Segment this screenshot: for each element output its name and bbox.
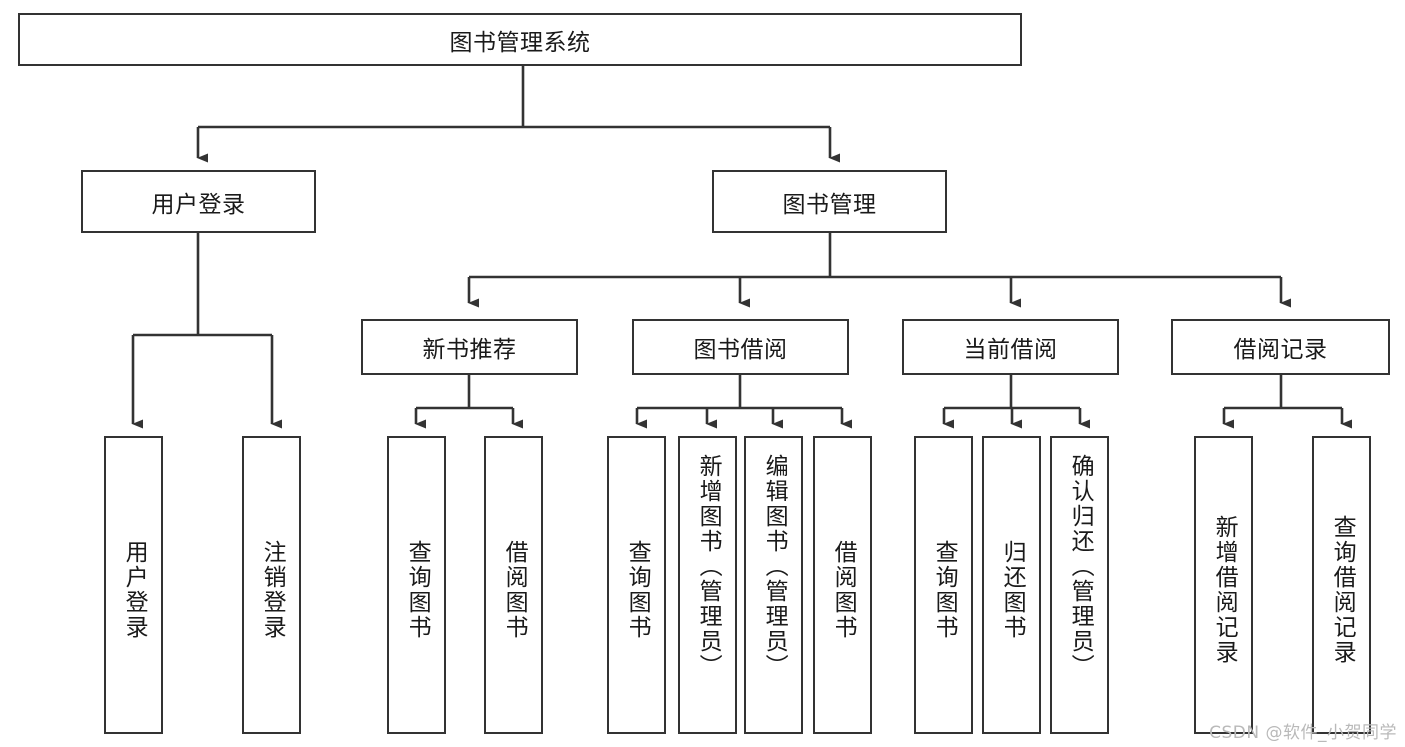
leaf-borrow-query-book[interactable]: 查询图书 <box>607 436 666 734</box>
leaf-text-wrap: 确认归还（管理员） <box>1066 448 1093 738</box>
leaf-text-wrap: 查询图书 <box>930 448 957 732</box>
node-book-borrow[interactable]: 图书借阅 <box>632 319 849 375</box>
node-book-management[interactable]: 图书管理 <box>712 170 947 233</box>
leaf-label: 查询借阅记录 <box>1329 515 1356 665</box>
leaf-text-wrap: 查询图书 <box>403 448 430 732</box>
node-current-borrow[interactable]: 当前借阅 <box>902 319 1119 375</box>
leaf-label: 编辑图书（管理员） <box>761 454 788 679</box>
leaf-user-login-logout[interactable]: 注销登录 <box>242 436 301 734</box>
leaf-label: 确认归还（管理员） <box>1067 454 1094 679</box>
leaf-label: 新增借阅记录 <box>1211 515 1238 665</box>
leaf-text-wrap: 借阅图书 <box>829 448 856 732</box>
leaf-borrow-add-book[interactable]: 新增图书（管理员） <box>678 436 737 734</box>
leaf-label: 用户登录 <box>121 540 148 640</box>
leaf-label: 归还图书 <box>999 540 1026 640</box>
leaf-text-wrap: 查询借阅记录 <box>1328 448 1355 732</box>
node-user-login[interactable]: 用户登录 <box>81 170 316 233</box>
leaf-label: 查询图书 <box>404 540 431 640</box>
leaf-record-query-record[interactable]: 查询借阅记录 <box>1312 436 1371 734</box>
leaf-label: 查询图书 <box>624 540 651 640</box>
leaf-user-login-login[interactable]: 用户登录 <box>104 436 163 734</box>
leaf-text-wrap: 用户登录 <box>120 448 147 732</box>
node-borrow-record[interactable]: 借阅记录 <box>1171 319 1390 375</box>
leaf-recommend-borrow-book[interactable]: 借阅图书 <box>484 436 543 734</box>
leaf-text-wrap: 注销登录 <box>258 448 285 732</box>
leaf-record-add-record[interactable]: 新增借阅记录 <box>1194 436 1253 734</box>
leaf-text-wrap: 新增借阅记录 <box>1210 448 1237 732</box>
leaf-label: 新增图书（管理员） <box>695 454 722 679</box>
node-new-book-recommend[interactable]: 新书推荐 <box>361 319 578 375</box>
leaf-text-wrap: 查询图书 <box>623 448 650 732</box>
leaf-label: 注销登录 <box>259 540 286 640</box>
leaf-current-confirm-return[interactable]: 确认归还（管理员） <box>1050 436 1109 734</box>
leaf-current-return-book[interactable]: 归还图书 <box>982 436 1041 734</box>
node-root-system[interactable]: 图书管理系统 <box>18 13 1022 66</box>
leaf-recommend-query-book[interactable]: 查询图书 <box>387 436 446 734</box>
leaf-label: 查询图书 <box>931 540 958 640</box>
leaf-label: 借阅图书 <box>501 540 528 640</box>
leaf-borrow-edit-book[interactable]: 编辑图书（管理员） <box>744 436 803 734</box>
leaf-text-wrap: 编辑图书（管理员） <box>760 448 787 738</box>
leaf-borrow-borrow-book[interactable]: 借阅图书 <box>813 436 872 734</box>
leaf-current-query-book[interactable]: 查询图书 <box>914 436 973 734</box>
leaf-text-wrap: 新增图书（管理员） <box>694 448 721 738</box>
leaf-text-wrap: 借阅图书 <box>500 448 527 732</box>
watermark-text: CSDN @软件_小贺同学 <box>1209 723 1397 743</box>
leaf-text-wrap: 归还图书 <box>998 448 1025 732</box>
leaf-label: 借阅图书 <box>830 540 857 640</box>
